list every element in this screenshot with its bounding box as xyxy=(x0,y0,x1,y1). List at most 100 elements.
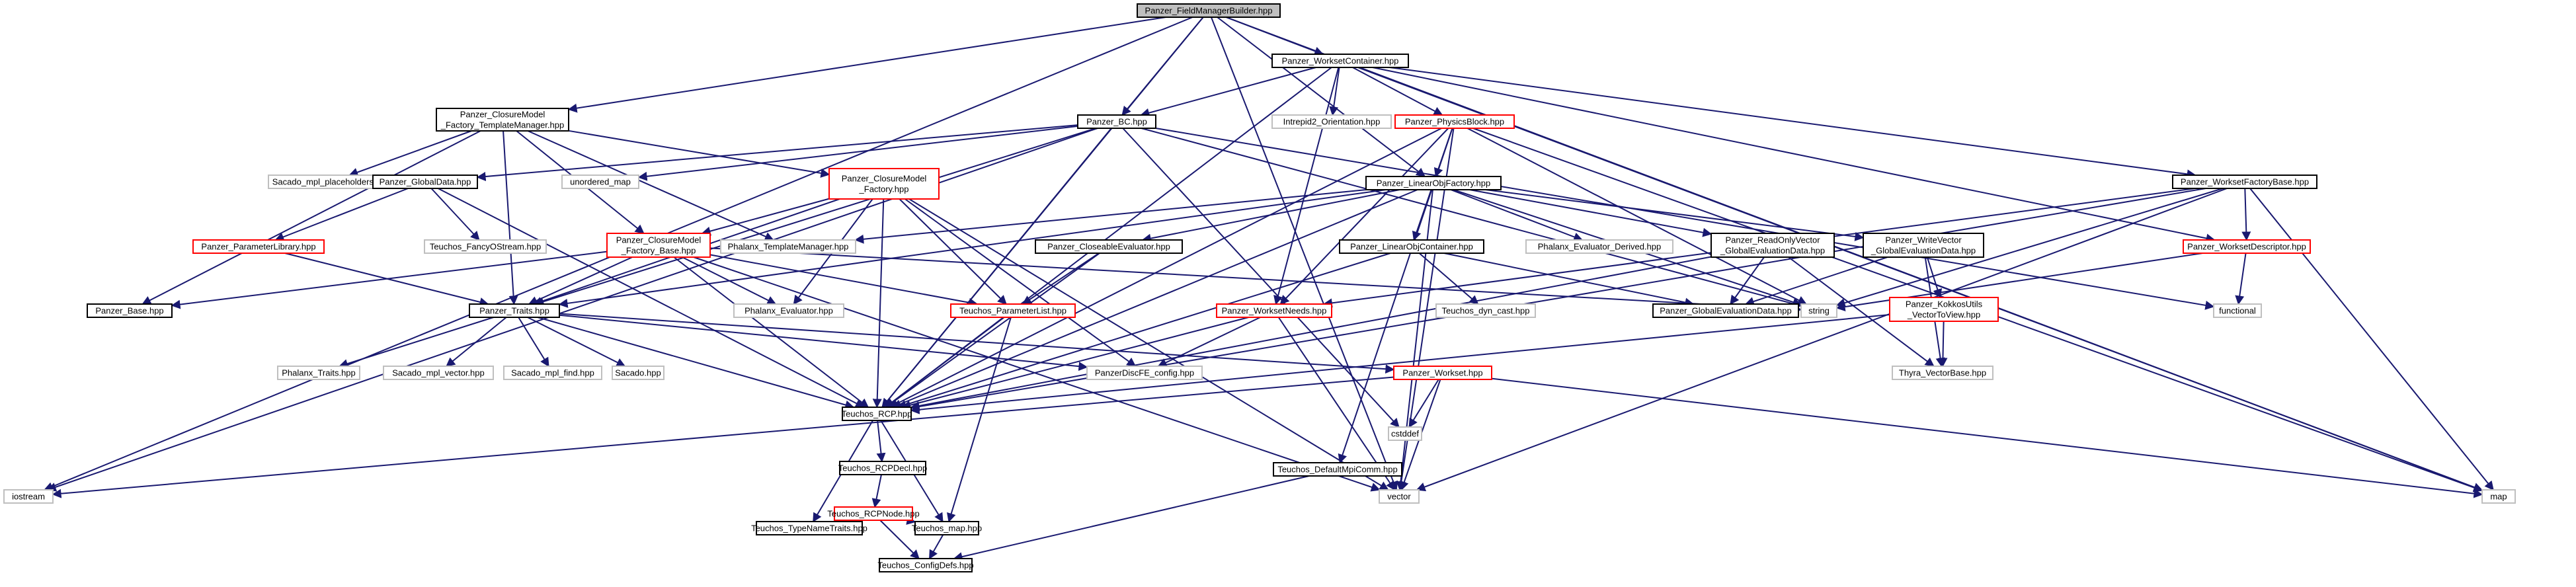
file-node-rcp-node[interactable]: Teuchos_RCPNode.hpp xyxy=(827,506,920,521)
file-node-workset-needs[interactable]: Panzer_WorksetNeeds.hpp xyxy=(1216,303,1332,318)
file-node-box xyxy=(2481,489,2516,504)
include-edge xyxy=(682,256,777,305)
include-edge xyxy=(1217,17,1426,177)
file-node-param-library[interactable]: Panzer_ParameterLibrary.hpp xyxy=(192,239,325,254)
include-edge xyxy=(1788,256,1935,367)
include-edge xyxy=(928,534,944,560)
file-node-linear-obj-factory[interactable]: Panzer_LinearObjFactory.hpp xyxy=(1365,176,1502,190)
file-node-box xyxy=(1379,489,1420,504)
file-node-param-list[interactable]: Teuchos_ParameterList.hpp xyxy=(950,303,1076,318)
file-node-workset-container[interactable]: Panzer_WorksetContainer.hpp xyxy=(1271,54,1409,68)
file-node-label: _GlobalEvaluationData.hpp xyxy=(1871,246,1976,256)
include-edge xyxy=(559,314,1088,372)
file-node-label: Teuchos_ConfigDefs.hpp xyxy=(877,561,973,570)
file-node-cm-factory[interactable]: Panzer_ClosureModel_Factory.hpp xyxy=(828,168,940,200)
include-edge xyxy=(899,198,1007,305)
include-edge xyxy=(1491,377,2483,498)
file-node-box xyxy=(1394,114,1515,129)
include-edge xyxy=(503,130,518,305)
file-node-unordered-map: unordered_map xyxy=(561,175,639,189)
file-node-label: functional xyxy=(2219,306,2256,316)
include-edge xyxy=(1450,189,1584,242)
include-edge xyxy=(430,188,480,241)
file-node-functional: functional xyxy=(2213,303,2262,318)
include-edge xyxy=(527,130,774,241)
file-node-label: _VectorToView.hpp xyxy=(1907,310,1980,320)
include-edge xyxy=(518,317,549,368)
file-node-global-data[interactable]: Panzer_GlobalData.hpp xyxy=(372,175,478,189)
include-edge xyxy=(910,314,1890,414)
file-node-physics-block[interactable]: Panzer_PhysicsBlock.hpp xyxy=(1394,114,1515,129)
file-node-label: Panzer_ClosureModel xyxy=(842,174,927,184)
include-edge xyxy=(1357,67,2483,492)
file-node-linear-obj-container[interactable]: Panzer_LinearObjContainer.hpp xyxy=(1339,239,1484,254)
include-edge xyxy=(2235,253,2247,305)
file-node-box xyxy=(879,558,973,572)
file-node-teuchos-rcp[interactable]: Teuchos_RCP.hpp xyxy=(842,407,912,421)
file-node-root[interactable]: Panzer_FieldManagerBuilder.hpp xyxy=(1137,3,1281,18)
file-node-workset-descriptor[interactable]: Panzer_WorksetDescriptor.hpp xyxy=(2183,239,2311,254)
file-node-label: Teuchos_RCPNode.hpp xyxy=(827,509,919,519)
file-node-default-mpi-comm[interactable]: Teuchos_DefaultMpiComm.hpp xyxy=(1273,462,1402,477)
file-node-label: Teuchos_TypeNameTraits.hpp xyxy=(751,524,867,533)
file-node-box xyxy=(2172,175,2317,189)
file-node-label: Panzer_BC.hpp xyxy=(1086,117,1147,127)
file-node-writevec[interactable]: Panzer_WriteVector_GlobalEvaluationData.… xyxy=(1863,233,1984,258)
file-node-label: Panzer_Workset.hpp xyxy=(1402,368,1482,378)
file-node-closeable-eval[interactable]: Panzer_CloseableEvaluator.hpp xyxy=(1035,239,1183,254)
file-node-box xyxy=(2183,239,2311,254)
file-node-label: Phalanx_Traits.hpp xyxy=(282,368,356,378)
file-node-label: Sacado_mpl_placeholders.hpp xyxy=(272,177,391,187)
include-edge xyxy=(1352,67,1443,116)
file-node-readonly-vec[interactable]: Panzer_ReadOnlyVector_GlobalEvaluationDa… xyxy=(1711,233,1835,258)
include-edge xyxy=(537,317,855,410)
file-node-label: Teuchos_map.hpp xyxy=(912,524,982,533)
file-node-teuchos-map[interactable]: Teuchos_map.hpp xyxy=(912,521,982,535)
file-node-global-eval-data[interactable]: Panzer_GlobalEvaluationData.hpp xyxy=(1652,303,1799,318)
file-node-label: Panzer_KokkosUtils xyxy=(1906,299,1983,309)
file-node-phalanx-eval-deriv: Phalanx_Evaluator_Derived.hpp xyxy=(1525,239,1673,254)
file-node-label: Panzer_LinearObjFactory.hpp xyxy=(1377,178,1490,188)
file-node-config-defs[interactable]: Teuchos_ConfigDefs.hpp xyxy=(877,558,974,572)
file-node-rcp-decl[interactable]: Teuchos_RCPDecl.hpp xyxy=(838,461,927,475)
file-node-label: Teuchos_DefaultMpiComm.hpp xyxy=(1277,465,1397,475)
file-node-box xyxy=(192,239,325,254)
include-edge xyxy=(1122,128,1400,428)
file-node-panzer-base[interactable]: Panzer_Base.hpp xyxy=(87,303,173,318)
file-node-label: Panzer_CloseableEvaluator.hpp xyxy=(1047,242,1170,252)
file-node-box xyxy=(612,366,664,380)
file-node-bc[interactable]: Panzer_BC.hpp xyxy=(1077,114,1156,129)
file-node-label: Teuchos_FancyOStream.hpp xyxy=(430,242,541,252)
file-node-box xyxy=(1652,303,1799,318)
include-edge xyxy=(1279,128,1449,305)
file-node-box xyxy=(1086,366,1203,380)
file-node-panzer-workset[interactable]: Panzer_Workset.hpp xyxy=(1393,366,1492,380)
file-node-label: Phalanx_Evaluator_Derived.hpp xyxy=(1538,242,1661,252)
include-edge xyxy=(673,256,869,408)
include-edge xyxy=(953,475,1310,561)
include-edge xyxy=(709,254,979,307)
file-node-kokkos-utils[interactable]: Panzer_KokkosUtils_VectorToView.hpp xyxy=(1889,297,1999,322)
file-node-label: Panzer_ClosureModel xyxy=(616,235,702,245)
include-edge xyxy=(476,124,1078,182)
file-node-label: unordered_map xyxy=(570,177,631,187)
include-edge xyxy=(1408,379,1439,428)
file-node-type-name-traits[interactable]: Teuchos_TypeNameTraits.hpp xyxy=(751,521,867,535)
file-node-box xyxy=(1892,366,1993,380)
file-node-label: Panzer_WorksetNeeds.hpp xyxy=(1222,306,1327,316)
include-edge xyxy=(1418,253,1479,305)
file-node-box xyxy=(950,303,1076,318)
file-node-workset-factory-base[interactable]: Panzer_WorksetFactoryBase.hpp xyxy=(2172,175,2317,189)
file-node-label: iostream xyxy=(12,492,45,502)
include-edge xyxy=(693,256,1381,492)
file-node-box xyxy=(424,239,547,254)
file-node-panzer-traits[interactable]: Panzer_Traits.hpp xyxy=(469,303,560,318)
file-node-box xyxy=(1216,303,1332,318)
file-node-cm-factory-base[interactable]: Panzer_ClosureModel_Factory_Base.hpp xyxy=(606,233,711,258)
include-edge xyxy=(1412,189,1432,241)
include-edge xyxy=(1744,256,1888,306)
include-edge xyxy=(885,253,1100,408)
file-node-box xyxy=(1388,426,1422,441)
file-node-cmf-template[interactable]: Panzer_ClosureModel_Factory_TemplateMana… xyxy=(436,108,569,132)
